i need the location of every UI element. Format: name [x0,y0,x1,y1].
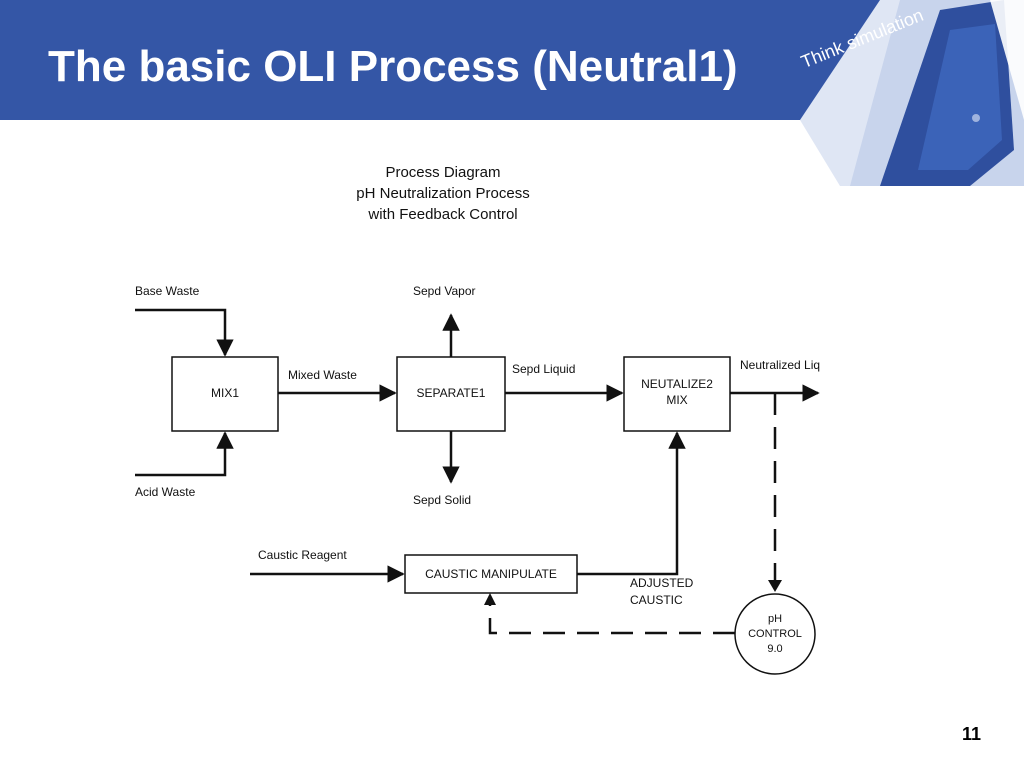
caustic-manipulate-label: CAUSTIC MANIPULATE [425,567,557,581]
door-logo [800,0,1024,186]
diagram-heading-3: with Feedback Control [367,206,517,223]
diagram-heading-1: Process Diagram [385,164,500,181]
base-waste-label: Base Waste [135,284,200,298]
adjusted-caustic-label-2: CAUSTIC [630,593,683,607]
adjusted-caustic-line [577,431,686,576]
sepd-liquid-label: Sepd Liquid [512,362,575,376]
measurement-arrowhead [768,580,782,592]
adjusted-caustic-label-1: ADJUSTED [630,576,694,590]
separate1-label: SEPARATE1 [417,386,486,400]
neutralize2-label-1: NEUTALIZE2 [641,377,713,391]
sepd-vapor-label: Sepd Vapor [413,284,476,298]
caustic-manipulate-block [404,554,578,594]
mix1-block [171,356,279,432]
page-number: 11 [962,724,982,744]
ph-control-label-1: pH [768,613,782,625]
mixed-waste-label: Mixed Waste [288,368,357,382]
caustic-reagent-label: Caustic Reagent [258,548,347,562]
control-arrowhead [484,593,496,605]
neutralized-liq-label: Neutralized Liq [740,358,820,372]
acid-waste-label: Acid Waste [135,485,196,499]
sepd-solid-label: Sepd Solid [413,493,471,507]
process-diagram: Process Diagram pH Neutralization Proces… [135,164,820,675]
mix1-label: MIX1 [211,386,239,400]
ph-control-label-2: CONTROL [748,628,802,640]
neutralize2-label-2: MIX [666,393,687,407]
control-signal-line [488,600,735,635]
neutralize2-block [623,356,731,432]
base-waste-line [135,308,234,357]
diagram-heading-2: pH Neutralization Process [356,185,529,202]
acid-waste-line [135,431,234,477]
slide-title: The basic OLI Process (Neutral1) [48,42,738,91]
ph-control-label-3: 9.0 [767,643,782,655]
